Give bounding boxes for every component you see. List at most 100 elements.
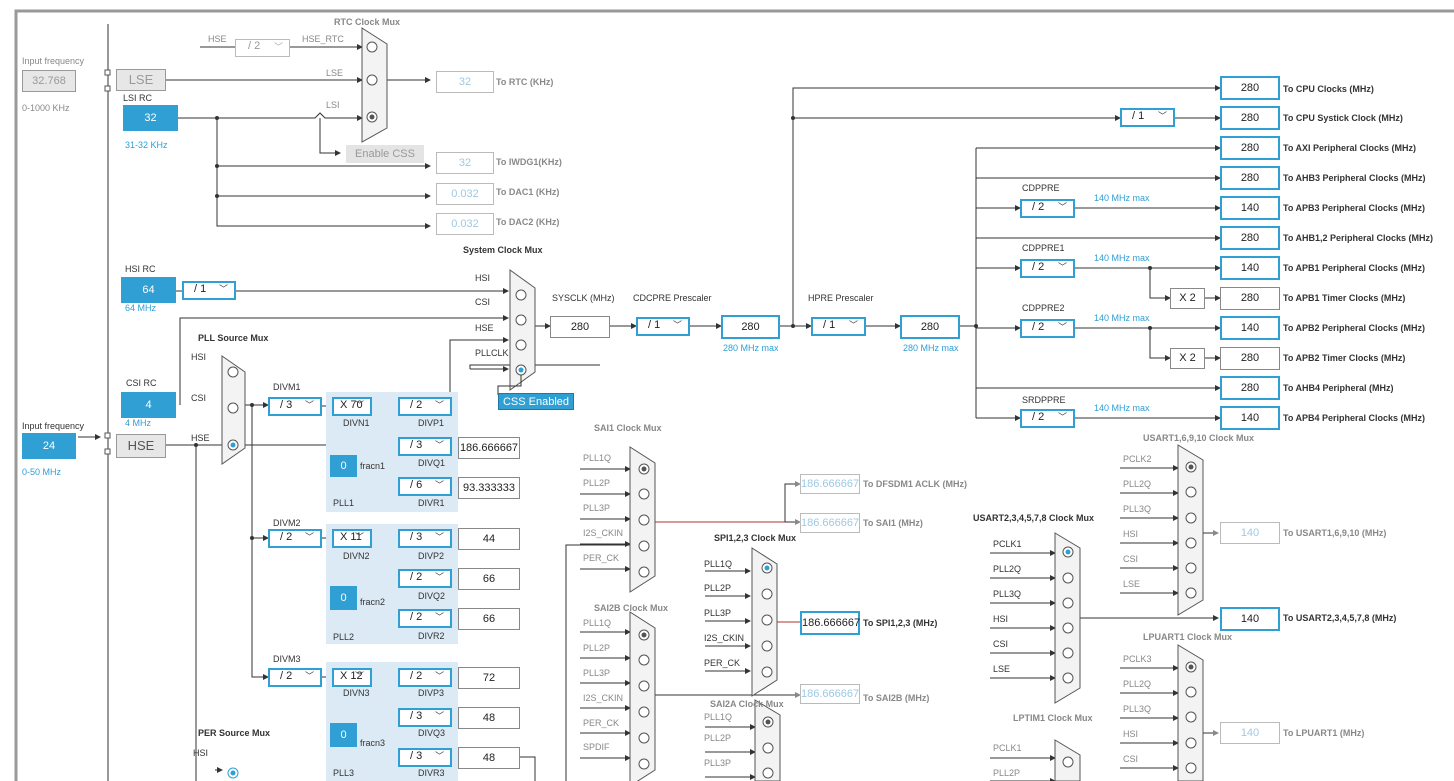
apb2-timer-value: 280 — [1220, 347, 1280, 370]
usart2-mux-title: USART2,3,4,5,7,8 Clock Mux — [973, 513, 1094, 523]
divr1-select[interactable]: / 6﹀ — [398, 477, 452, 496]
usart1-input-csi: CSI — [1123, 554, 1138, 564]
divr2-select[interactable]: / 2﹀ — [398, 609, 452, 628]
usart1-mux-title: USART1,6,9,10 Clock Mux — [1143, 433, 1254, 443]
pllmux-csi-label: CSI — [191, 393, 206, 403]
divn1-select[interactable]: X 70﹀ — [332, 397, 372, 416]
apb4-clock-value[interactable]: 140 — [1220, 406, 1280, 430]
cdcpre-output-value[interactable]: 280 — [721, 315, 780, 339]
usart1-output-label: To USART1,6,9,10 (MHz) — [1283, 528, 1386, 538]
sysmux-hsi-label: HSI — [475, 273, 490, 283]
axi-clock-value[interactable]: 280 — [1220, 136, 1280, 160]
lsi-rc-label: LSI RC — [123, 93, 152, 103]
spi123-output-value[interactable]: 186.666667 — [800, 611, 860, 635]
apb1-timer-label: To APB1 Timer Clocks (MHz) — [1283, 293, 1405, 303]
hsi-rc-label: HSI RC — [125, 264, 156, 274]
enable-css-button[interactable]: Enable CSS — [346, 145, 424, 163]
fracn3-value[interactable]: 0 — [330, 723, 357, 747]
usart2-output-value[interactable]: 140 — [1220, 607, 1280, 631]
divp3-select[interactable]: / 2﹀ — [398, 668, 452, 687]
lpuart-input-pll3q: PLL3Q — [1123, 704, 1151, 714]
systick-clock-value[interactable]: 280 — [1220, 106, 1280, 130]
sysmux-csi-label: CSI — [475, 297, 490, 307]
hpre-max: 280 MHz max — [903, 343, 959, 353]
divp1-select[interactable]: / 2﹀ — [398, 397, 452, 416]
cdcpre-label: CDCPRE Prescaler — [633, 293, 712, 303]
apb3-clock-value[interactable]: 140 — [1220, 196, 1280, 220]
divq1-select[interactable]: / 3﹀ — [398, 437, 452, 456]
csi-frequency: 4 MHz — [125, 418, 151, 428]
srdppre-max: 140 MHz max — [1094, 403, 1150, 413]
usart1-output-value: 140 — [1220, 522, 1280, 544]
chevron-down-icon: ﹀ — [305, 398, 314, 411]
divm3-label: DIVM3 — [273, 654, 301, 664]
axi-clock-label: To AXI Peripheral Clocks (MHz) — [1283, 143, 1416, 153]
lse-oscillator: LSE — [116, 69, 166, 91]
pll1-r-output: 93.333333 — [458, 477, 520, 499]
divr3-label: DIVR3 — [418, 768, 445, 778]
css-enabled-button[interactable]: CSS Enabled — [498, 393, 574, 410]
srdppre-select[interactable]: / 2﹀ — [1020, 409, 1075, 428]
chevron-down-icon: ﹀ — [274, 40, 283, 53]
cdppre1-select[interactable]: / 2﹀ — [1020, 259, 1075, 278]
apb1-clock-value[interactable]: 140 — [1220, 256, 1280, 280]
ahb12-clock-value[interactable]: 280 — [1220, 226, 1280, 250]
chevron-down-icon: ﹀ — [219, 282, 228, 295]
divr1-label: DIVR1 — [418, 498, 445, 508]
sai2b-input-pll1q: PLL1Q — [583, 618, 611, 628]
sai2b-input-pll3p: PLL3P — [583, 668, 610, 678]
chevron-down-icon: ﹀ — [305, 669, 314, 682]
systick-divider-select[interactable]: / 1﹀ — [1120, 108, 1175, 127]
fracn3-label: fracn3 — [360, 738, 385, 748]
cdppre2-select[interactable]: / 2﹀ — [1020, 319, 1075, 338]
cdppre-label: CDPPRE — [1022, 183, 1060, 193]
divn3-select[interactable]: X 12﹀ — [332, 668, 372, 687]
apb2-clock-value[interactable]: 140 — [1220, 316, 1280, 340]
divm3-select[interactable]: / 2﹀ — [268, 668, 322, 687]
divq3-label: DIVQ3 — [418, 728, 445, 738]
divq3-select[interactable]: / 3﹀ — [398, 708, 452, 727]
pll2-q-output: 66 — [458, 568, 520, 590]
sai1-input-i2s-ckin: I2S_CKIN — [583, 528, 623, 538]
chevron-down-icon: ﹀ — [435, 610, 444, 623]
dfsdm1-output-label: To DFSDM1 ACLK (MHz) — [863, 479, 967, 489]
sai2b-input-per-ck: PER_CK — [583, 718, 619, 728]
cdppre-select[interactable]: / 2﹀ — [1020, 199, 1075, 218]
divm2-select[interactable]: / 2﹀ — [268, 529, 322, 548]
divn2-select[interactable]: X 11﹀ — [332, 529, 372, 548]
hsi-rc-value: 64 — [121, 277, 176, 303]
fracn2-label: fracn2 — [360, 597, 385, 607]
csi-rc-value: 4 — [121, 392, 176, 418]
apb1-timer-value: 280 — [1220, 287, 1280, 310]
divr3-select[interactable]: / 3﹀ — [398, 748, 452, 767]
usart1-input-pll3q: PLL3Q — [1123, 504, 1151, 514]
rtc-lse-label: LSE — [326, 68, 343, 78]
cpu-clock-value[interactable]: 280 — [1220, 76, 1280, 100]
divp2-select[interactable]: / 3﹀ — [398, 529, 452, 548]
rtc-hse-divider-select[interactable]: / 2﹀ — [235, 39, 290, 57]
rtc-hse-label: HSE — [208, 34, 227, 44]
lse-input-frequency[interactable]: 32.768 — [22, 70, 76, 92]
chevron-down-icon: ﹀ — [435, 530, 444, 543]
hpre-output-value[interactable]: 280 — [900, 315, 960, 339]
sysmux-pllclk-label: PLLCLK — [475, 348, 509, 358]
chevron-down-icon: ﹀ — [1058, 410, 1067, 423]
cdcpre-select[interactable]: / 1﹀ — [636, 317, 690, 336]
pllmux-hse-label: HSE — [191, 433, 210, 443]
fracn2-value[interactable]: 0 — [330, 586, 357, 610]
chevron-down-icon: ﹀ — [1058, 320, 1067, 333]
spi-input-i2s-ckin: I2S_CKIN — [704, 633, 744, 643]
ahb3-clock-value[interactable]: 280 — [1220, 166, 1280, 190]
chevron-down-icon: ﹀ — [435, 709, 444, 722]
ahb4-clock-value[interactable]: 280 — [1220, 376, 1280, 400]
divp3-label: DIVP3 — [418, 688, 444, 698]
usart2-input-lse: LSE — [993, 664, 1010, 674]
divq2-select[interactable]: / 2﹀ — [398, 569, 452, 588]
fracn1-value[interactable]: 0 — [330, 455, 357, 477]
sai1-input-pll2p: PLL2P — [583, 478, 610, 488]
hpre-select[interactable]: / 1﹀ — [811, 317, 866, 336]
divm1-select[interactable]: / 3﹀ — [268, 397, 322, 416]
divm1-label: DIVM1 — [273, 382, 301, 392]
hse-input-frequency[interactable]: 24 — [22, 433, 76, 459]
hsi-divider-select[interactable]: / 1﹀ — [182, 281, 236, 300]
